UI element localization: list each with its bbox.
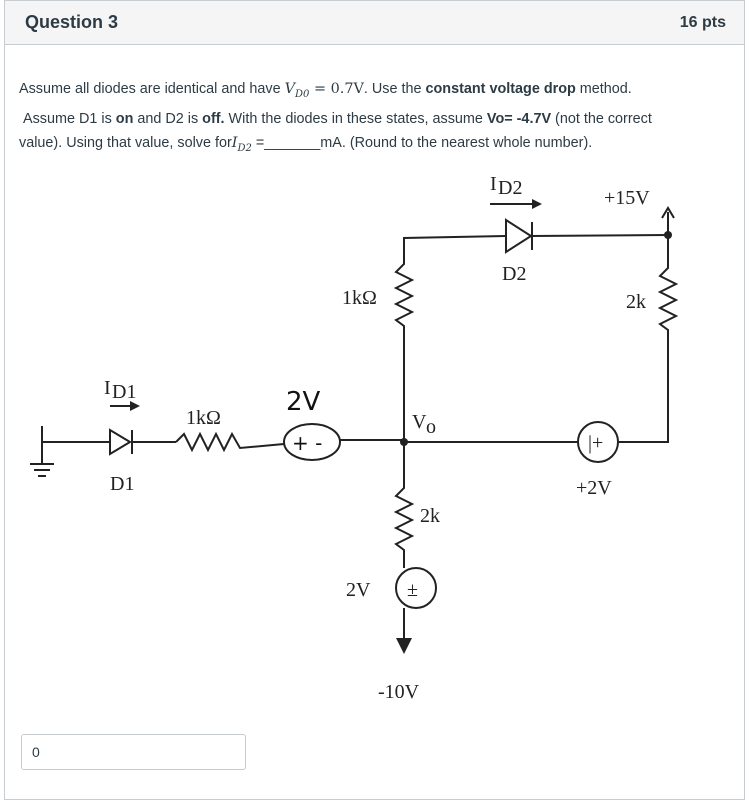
answer-input[interactable] <box>21 734 246 770</box>
id1-label: I <box>104 377 111 399</box>
id1-sub: D1 <box>112 381 136 403</box>
question-line-1: Assume all diodes are identical and have… <box>19 81 632 100</box>
circuit-diagram: I D2 +15V D2 1kΩ 2k I D1 D1 1kΩ 2V + - V… <box>30 173 679 703</box>
plus2-label: +2V <box>576 477 612 499</box>
id2-top-sub: D2 <box>498 177 522 199</box>
vo-label: V <box>412 411 427 433</box>
r-top-label: 1kΩ <box>342 287 377 309</box>
question-card: Question 3 16 pts <box>4 0 745 800</box>
src-2v-bottom-symbol: ± <box>407 579 418 601</box>
question-line-3: value). Using that value, solve forID2 =… <box>19 134 593 154</box>
plus15-label: +15V <box>604 187 650 209</box>
minus10-label: -10V <box>378 681 420 703</box>
d1-label: D1 <box>110 473 134 495</box>
d2-label: D2 <box>502 263 526 285</box>
question-header: Question 3 16 pts <box>5 1 744 45</box>
question-text: Assume all diodes are identical and have… <box>19 77 731 161</box>
src-2v-bottom-label: 2V <box>346 579 371 601</box>
vo-sub: o <box>426 416 436 438</box>
src-2v-hand-label: 2V <box>286 387 321 417</box>
question-title: Question 3 <box>25 12 119 32</box>
r-bottom-label: 2k <box>420 505 440 527</box>
src-2v-right-symbol: |+ <box>588 432 603 454</box>
question-line-2: Assume D1 is on and D2 is off. With the … <box>23 110 652 127</box>
id2-top-label: I <box>490 173 497 195</box>
question-points: 16 pts <box>679 13 726 31</box>
src-pm-hand-label: + - <box>292 431 322 455</box>
r-left-label: 1kΩ <box>186 407 221 429</box>
r-right-label: 2k <box>626 291 646 313</box>
